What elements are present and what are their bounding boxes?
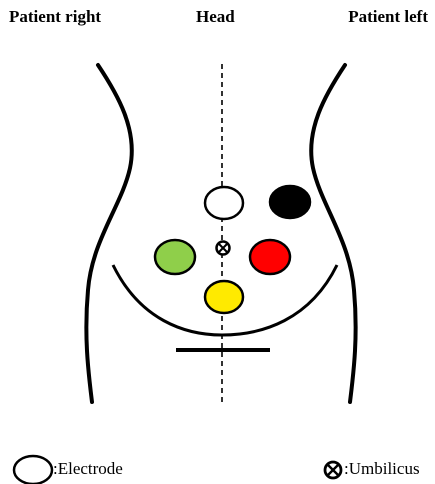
legend-electrode-icon [14,456,52,484]
umbilicus-icon [217,242,230,255]
torso-outline-left [311,65,355,402]
electrode-yellow [205,281,243,313]
electrode-green [155,240,195,274]
electrode-red [250,240,290,274]
electrode-white [205,187,243,219]
legend-umbilicus-label: :Umbilicus [344,458,420,480]
electrode-black [270,186,310,218]
legend-umbilicus-icon [325,462,341,478]
torso-outline-right [86,65,131,402]
legend-electrode-label: :Electrode [53,458,123,480]
